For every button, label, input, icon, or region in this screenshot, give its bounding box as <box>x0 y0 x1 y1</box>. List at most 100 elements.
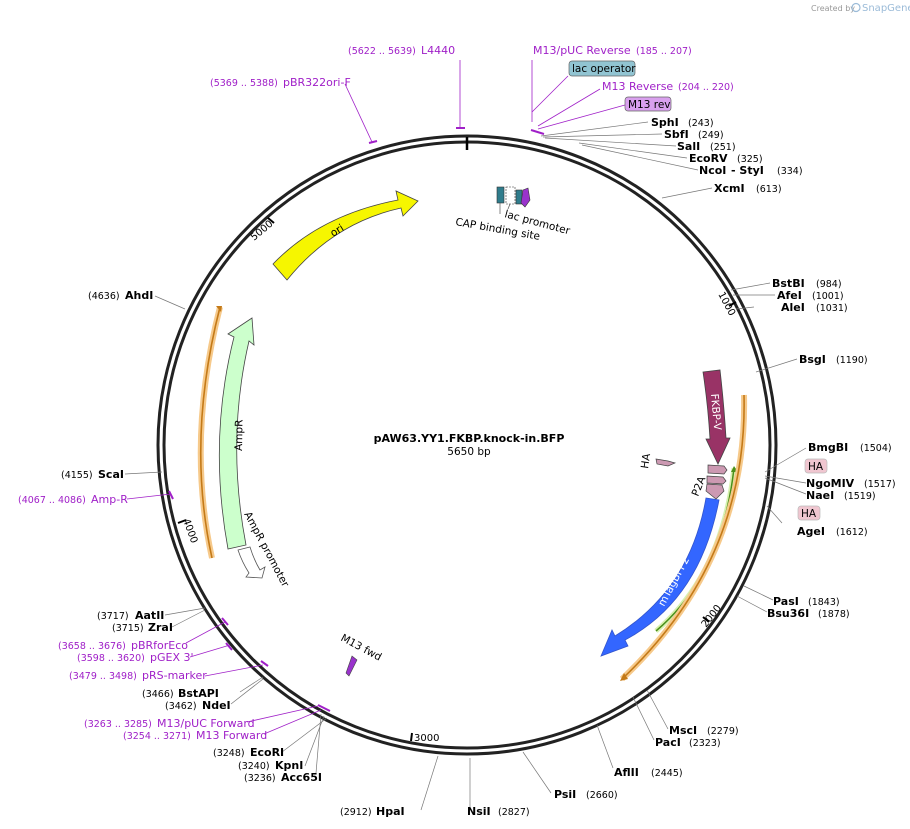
ha-label: HA <box>639 452 653 469</box>
enzyme-sali-name[interactable]: SalI <box>677 140 700 153</box>
enzyme-naei-name[interactable]: NaeI <box>806 489 834 502</box>
primer-prs-marker-name[interactable]: pRS-marker <box>142 669 207 682</box>
enzyme-sphi-name[interactable]: SphI <box>651 116 679 129</box>
primer-m13puc-reverse-pos: (185 .. 207) <box>636 46 692 57</box>
brand-name: SnapGene <box>862 3 910 14</box>
ha-box-2[interactable] <box>797 505 821 521</box>
plasmid-name: pAW63.YY1.FKBP.knock-in.BFP <box>374 432 565 445</box>
ha-feature[interactable] <box>655 458 677 467</box>
enzyme-hpai-pos: (2912) <box>340 807 372 818</box>
enzyme-aflii-pos: (2445) <box>651 768 683 779</box>
primer-m13puc-forward-name[interactable]: M13/pUC Forward <box>157 717 255 730</box>
fkbp-v-label: FKBP-V <box>708 393 723 431</box>
primer-prs-marker-pos: (3479 .. 3498) <box>69 671 137 682</box>
ha-box-2-label: HA <box>801 508 817 520</box>
enzyme-sbfi-pos: (249) <box>698 130 724 141</box>
enzyme-ngomiv-name[interactable]: NgoMIV <box>806 477 855 490</box>
enzyme-acc65i-name[interactable]: Acc65I <box>281 771 322 784</box>
enzyme-scai-pos: (4155) <box>61 470 93 481</box>
enzyme-psii-name[interactable]: PsiI <box>554 788 576 801</box>
enzyme-bsgi-name[interactable]: BsgI <box>799 353 826 366</box>
enzyme-styi-name[interactable]: - StyI <box>731 164 764 177</box>
primer-l4440-name[interactable]: L4440 <box>421 44 455 57</box>
snapgene-logo-icon <box>851 2 861 13</box>
enzyme-aatii-pos: (3717) <box>97 611 129 622</box>
lac-promoter-feature[interactable] <box>505 186 516 205</box>
lac-region <box>496 186 531 214</box>
enzyme-paci-name[interactable]: PacI <box>655 736 681 749</box>
enzyme-leader-lines <box>124 121 807 811</box>
enzyme-agei-name[interactable]: AgeI <box>797 525 825 538</box>
enzyme-bmgbi-name[interactable]: BmgBI <box>808 441 848 454</box>
orange-primer-arc-right <box>621 394 745 680</box>
m13-fwd-feature[interactable] <box>345 655 358 677</box>
enzyme-xcmi-pos: (613) <box>756 184 782 195</box>
plasmid-length: 5650 bp <box>447 446 491 458</box>
primer-pbr322ori-pos: (5369 .. 5388) <box>210 78 278 89</box>
primer-m13-reverse-pos: (204 .. 220) <box>678 82 734 93</box>
ampr-primer-arc <box>197 306 223 559</box>
enzyme-aatii-name[interactable]: AatII <box>135 609 164 622</box>
enzyme-afei-name[interactable]: AfeI <box>777 289 802 302</box>
tick-label-4000: 4000 <box>180 517 199 545</box>
enzyme-ngomiv-pos: (1517) <box>864 479 896 490</box>
primer-m13puc-forward-pos: (3263 .. 3285) <box>84 719 152 730</box>
fkbp-v-feature[interactable] <box>702 369 731 465</box>
enzyme-sbfi-name[interactable]: SbfI <box>664 128 689 141</box>
enzyme-ahdi-name[interactable]: AhdI <box>125 289 153 302</box>
enzyme-afei-pos: (1001) <box>812 291 844 302</box>
enzyme-ecori-name[interactable]: EcoRI <box>250 746 284 759</box>
enzyme-nsii-name[interactable]: NsiI <box>467 805 491 818</box>
enzyme-bsu36i-name[interactable]: Bsu36I <box>767 607 809 620</box>
top-primer-lines <box>344 60 626 144</box>
enzyme-xcmi-name[interactable]: XcmI <box>714 182 745 195</box>
ha-box-1[interactable] <box>804 458 828 474</box>
enzyme-bsu36i-pos: (1878) <box>818 609 850 620</box>
enzyme-msci-name[interactable]: MscI <box>669 724 697 737</box>
enzyme-ecorv-name[interactable]: EcoRV <box>689 152 728 165</box>
enzyme-paci-pos: (2323) <box>689 738 721 749</box>
enzyme-kpni-name[interactable]: KpnI <box>275 759 303 772</box>
enzyme-aflii-name[interactable]: AflII <box>614 766 639 779</box>
created-by-text: Created by <box>811 4 855 13</box>
enzyme-acc65i-pos: (3236) <box>244 773 276 784</box>
p2a-feature[interactable] <box>705 483 725 500</box>
primer-pbr322ori-name[interactable]: pBR322ori-F <box>283 76 351 89</box>
primer-pgex3-name[interactable]: pGEX 3' <box>150 651 194 664</box>
lac-operator-label: lac operator <box>572 63 636 75</box>
enzyme-alei-name[interactable]: AleI <box>781 301 805 314</box>
primer-m13-forward-name[interactable]: M13 Forward <box>196 729 267 742</box>
primer-m13-forward-pos: (3254 .. 3271) <box>123 731 191 742</box>
enzyme-naei-pos: (1519) <box>844 491 876 502</box>
enzyme-hpai-name[interactable]: HpaI <box>376 805 405 818</box>
enzyme-ncoi-pos: (334) <box>777 166 803 177</box>
m13-rev-box[interactable] <box>624 96 672 112</box>
primer-pbrforeco-pos: (3658 .. 3676) <box>58 641 126 652</box>
enzyme-bstbi-name[interactable]: BstBI <box>772 277 805 290</box>
enzyme-ndei-name[interactable]: NdeI <box>202 699 231 712</box>
ori-feature[interactable] <box>272 190 419 281</box>
ampr-feature[interactable] <box>218 317 255 550</box>
enzyme-bstapi-pos: (3466) <box>142 689 174 700</box>
mtagbfp2-feature[interactable] <box>600 497 720 657</box>
primer-amp-r-name[interactable]: Amp-R <box>91 493 128 506</box>
primer-m13-reverse-name[interactable]: M13 Reverse <box>602 80 673 93</box>
enzyme-ecorv-pos: (325) <box>737 154 763 165</box>
primer-m13puc-reverse-name[interactable]: M13/pUC Reverse <box>533 44 631 57</box>
enzyme-zrai-name[interactable]: ZraI <box>148 621 173 634</box>
lac-operator-box[interactable] <box>568 60 636 77</box>
enzyme-pasi-name[interactable]: PasI <box>773 595 799 608</box>
enzyme-ncoi-name[interactable]: NcoI <box>699 164 726 177</box>
enzyme-scai-name[interactable]: ScaI <box>98 468 124 481</box>
enzyme-alei-pos: (1031) <box>816 303 848 314</box>
ampr-promoter-feature[interactable] <box>237 546 266 579</box>
enzyme-bstapi-name[interactable]: BstAPI <box>178 687 219 700</box>
enzyme-bmgbi-pos: (1504) <box>860 443 892 454</box>
left-primer-lines <box>126 490 331 735</box>
ha-box-1-label: HA <box>808 461 824 473</box>
enzyme-pasi-pos: (1843) <box>808 597 840 608</box>
cap-binding-site-feature[interactable] <box>496 186 505 204</box>
enzyme-zrai-pos: (3715) <box>112 623 144 634</box>
primer-pbrforeco-name[interactable]: pBRforEco <box>131 639 188 652</box>
